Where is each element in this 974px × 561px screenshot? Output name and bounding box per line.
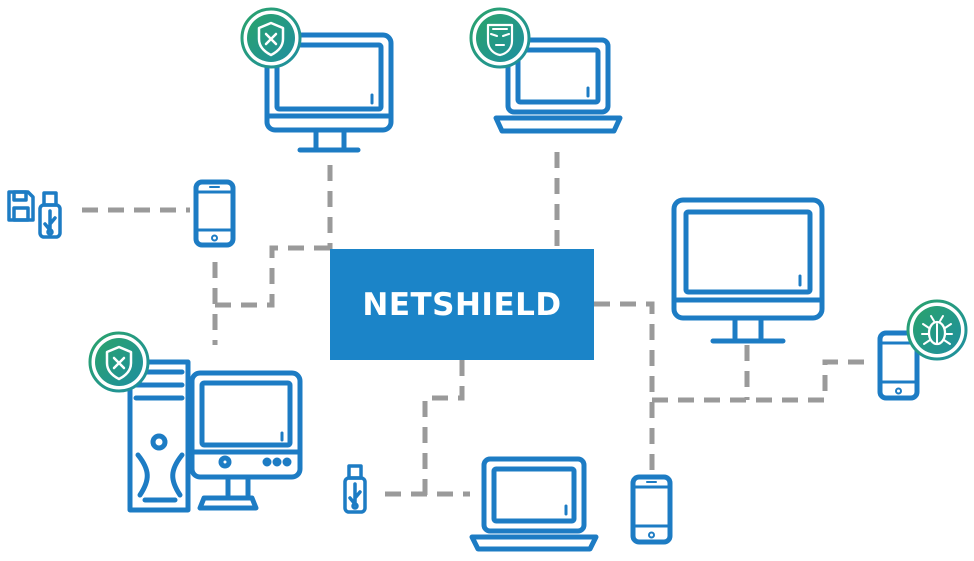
hub-box	[330, 249, 594, 360]
laptop-bottom-icon	[469, 456, 599, 552]
connector-hub-bottom	[422, 360, 465, 495]
shield-x-icon	[88, 331, 150, 393]
shield-x-icon	[240, 7, 302, 69]
hub-box-label-container: NETSHIELD	[330, 249, 594, 360]
connector-lines	[82, 152, 868, 497]
mask-icon	[469, 7, 531, 69]
desktop-computer-icon	[127, 359, 303, 513]
bug-icon	[906, 299, 968, 361]
usb-drive-bottom-icon	[343, 464, 367, 514]
hub-label: NETSHIELD	[362, 286, 562, 323]
connector-hub-desktop	[215, 245, 330, 308]
connector-hub-right	[594, 301, 655, 470]
laptop-top-icon	[493, 37, 623, 134]
monitor-top-left-icon	[264, 32, 394, 153]
smartphone-bottom-icon	[630, 474, 673, 545]
connector-monitor-right-phone	[652, 359, 868, 403]
floppy-and-usb-icon	[7, 190, 62, 239]
smartphone-left-icon	[193, 179, 236, 248]
monitor-right-icon	[671, 197, 825, 344]
